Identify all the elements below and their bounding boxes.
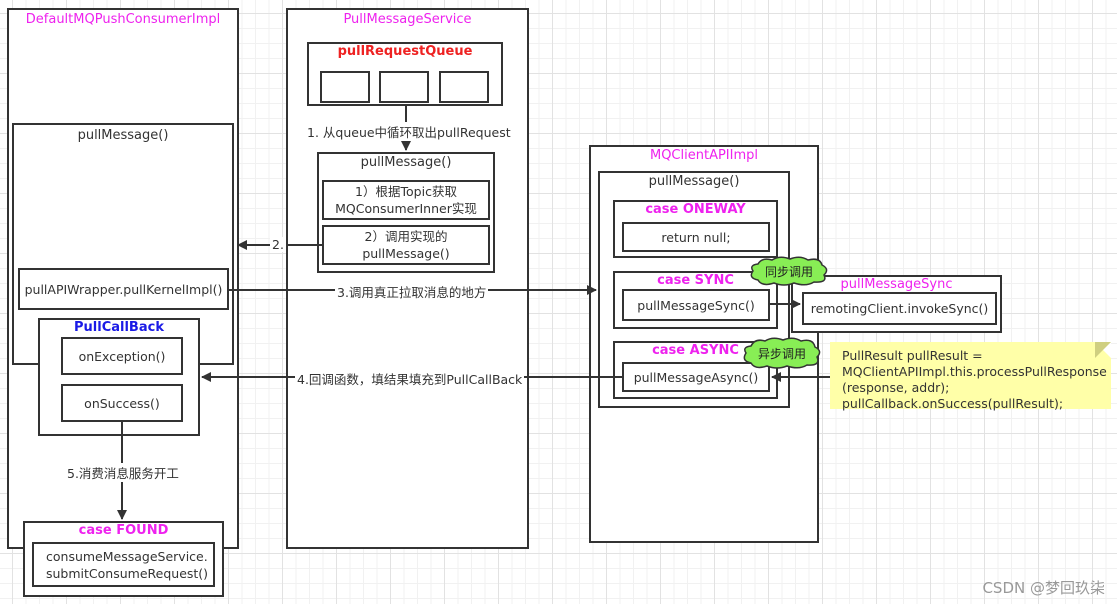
client-api-pullmessage-title: pullMessage(): [648, 174, 740, 189]
note-line: (response, addr);: [842, 380, 950, 395]
case-found-title: case FOUND: [78, 523, 169, 538]
on-success-label: onSuccess(): [84, 395, 160, 411]
client-api-title: MQClientAPIImpl: [649, 148, 758, 163]
return-null-box: return null;: [622, 222, 770, 252]
pull-message-sync-call-label: pullMessageSync(): [637, 297, 755, 313]
edge-step2-label: 2.: [270, 237, 286, 252]
edge-step1-label: 1. 从queue中循环取出pullRequest: [305, 122, 513, 141]
note-line: PullResult pullResult =: [842, 348, 983, 363]
note-line: MQClientAPIImpl.this.processPullResponse: [842, 364, 1107, 379]
edge-step5-label: 5.消费消息服务开工: [65, 463, 181, 482]
watermark: CSDN @梦回玖柒: [982, 579, 1105, 597]
submit-consume-request-box: consumeMessageService. submitConsumeRequ…: [32, 542, 215, 587]
step2-line1: 2）调用实现的: [364, 229, 448, 244]
sync-call-label: 同步调用: [764, 264, 813, 279]
cloud-shape-icon: [743, 337, 821, 369]
async-call-label: 异步调用: [757, 346, 806, 361]
case-sync-title: case SYNC: [657, 273, 734, 288]
edge-step4-label: 4.回调函数，填结果填充到PullCallBack: [295, 369, 525, 388]
service-pullmessage-title: pullMessage(): [360, 155, 452, 170]
pull-kernel-impl-label: pullAPIWrapper.pullKernelImpl(): [24, 281, 223, 297]
async-call-cloud: 异步调用: [741, 337, 823, 369]
process-pull-response-note: PullResult pullResult = MQClientAPIImpl.…: [830, 342, 1111, 411]
pull-message-sync-title: pullMessageSync: [840, 277, 953, 292]
cloud-shape-icon: [750, 256, 828, 286]
on-exception-box: onException(): [61, 337, 183, 375]
on-success-box: onSuccess(): [61, 384, 183, 422]
invoke-sync-label: remotingClient.invokeSync(): [810, 301, 989, 316]
step1-line1: 1）根据Topic获取: [355, 184, 457, 199]
on-exception-label: onException(): [78, 348, 166, 364]
get-consumer-inner-box: 1）根据Topic获取 MQConsumerInner实现: [322, 180, 490, 220]
sync-call-cloud: 同步调用: [748, 256, 830, 286]
case-async-title: case ASYNC: [652, 343, 739, 358]
pull-message-sync-call-box: pullMessageSync(): [622, 289, 770, 321]
case-found-body-line1: consumeMessageService.: [46, 548, 208, 564]
note-line: pullCallback.onSuccess(pullResult);: [842, 396, 1064, 411]
step2-line2: pullMessage(): [362, 246, 450, 261]
case-found-body-line2: submitConsumeRequest(): [46, 565, 209, 581]
note-fold: [1095, 342, 1111, 358]
queue-slot: [439, 71, 489, 103]
queue-slot: [320, 71, 370, 103]
return-null-label: return null;: [661, 229, 731, 245]
pull-message-async-label: pullMessageAsync(): [633, 369, 759, 385]
pull-request-queue-title: pullRequestQueue: [337, 44, 473, 59]
invoke-impl-pullmessage-box: 2）调用实现的 pullMessage(): [322, 225, 490, 265]
edge-step3-label: 3.调用真正拉取消息的地方: [335, 282, 489, 301]
consumer-pullmessage-title: pullMessage(): [77, 128, 169, 143]
step1-line2: MQConsumerInner实现: [335, 201, 477, 216]
pull-callback-title: PullCallBack: [74, 320, 164, 335]
pull-kernel-impl-box: pullAPIWrapper.pullKernelImpl(): [18, 268, 229, 310]
consumer-title: DefaultMQPushConsumerImpl: [25, 12, 221, 27]
queue-slot: [379, 71, 429, 103]
case-oneway-title: case ONEWAY: [645, 202, 746, 217]
service-title: PullMessageService: [343, 12, 472, 27]
invoke-sync-box: remotingClient.invokeSync(): [802, 292, 997, 325]
pull-message-async-box: pullMessageAsync(): [622, 362, 770, 392]
